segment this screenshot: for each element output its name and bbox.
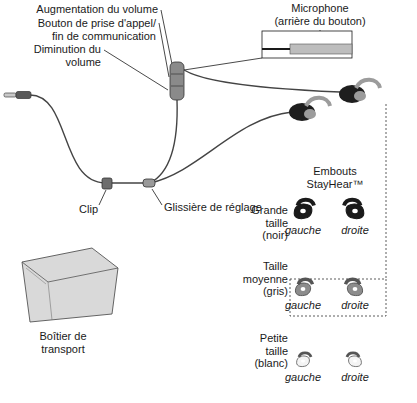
stayhear-tips-part [344, 200, 364, 219]
microphone-detail-part [262, 31, 352, 58]
leader-lines-part [152, 189, 162, 205]
side-label: gauche [280, 371, 326, 384]
cable-part [150, 112, 292, 183]
remote-control-part [170, 62, 184, 100]
earbud-right [339, 80, 380, 103]
size-label: Petite taille (blanc) [240, 332, 288, 370]
carrying-case-part [48, 282, 52, 320]
side-label: droite [332, 299, 378, 312]
earbud-left [289, 98, 330, 121]
cable-part [178, 62, 340, 92]
leader-lines-part [184, 58, 262, 70]
size-label: Taille moyenne (gris) [236, 260, 288, 298]
microphone-detail [262, 31, 352, 58]
jack-plug [4, 92, 31, 99]
side-label: droite [332, 224, 378, 237]
clip [102, 178, 112, 189]
slider [143, 179, 155, 187]
side-label: gauche [280, 224, 326, 237]
clip-part [102, 178, 112, 189]
dotted-bracket [290, 104, 386, 316]
dotted-bracket-part [386, 104, 387, 279]
stayhear-tips-part [297, 353, 311, 367]
part-label: Diminution du volume [25, 43, 101, 68]
carrying-case-part [22, 262, 118, 282]
leader-lines-part [104, 50, 168, 90]
side-label: gauche [280, 299, 326, 312]
stayhear-tips-part [347, 353, 361, 367]
cable [30, 62, 340, 183]
slider-part [143, 179, 155, 187]
earbud-right-part [354, 91, 366, 101]
jack-plug-part [16, 92, 31, 99]
part-label: Bouton de prise d'appel/ fin de communic… [31, 17, 156, 42]
part-label: Microphone (arrière du bouton) [273, 2, 367, 27]
earbud-left-part [289, 103, 315, 121]
stayhear-tips-part [346, 279, 363, 295]
part-label: Boîtier de transport [18, 330, 108, 355]
side-label: droite [332, 371, 378, 384]
group-label: Embouts StayHear™ [290, 165, 380, 190]
carrying-case [22, 248, 118, 322]
earbud-right-part [339, 85, 365, 103]
part-label: Clip [62, 203, 98, 216]
cable-part [30, 95, 150, 183]
earbud-right-part [356, 80, 380, 88]
stayhear-tips-part [294, 200, 314, 219]
microphone-detail-part [262, 48, 290, 50]
remote-control-part [171, 74, 183, 75]
leader-lines-part [159, 23, 169, 77]
remote-control-part [171, 86, 183, 87]
carrying-case-part [22, 248, 118, 322]
cable-part [150, 100, 177, 183]
earbud-left-part [306, 98, 330, 106]
leader-lines-part [161, 10, 172, 64]
part-label: Augmentation du volume [0, 3, 158, 16]
size-label: Grande taille (noir) [244, 204, 288, 242]
carrying-case-part [26, 268, 46, 284]
leader-lines-part [99, 190, 106, 205]
stayhear-tips-part [295, 279, 312, 295]
microphone-detail-part [290, 44, 352, 54]
remote-control [170, 62, 184, 100]
jack-plug-part [4, 93, 16, 97]
earbud-left-part [304, 109, 316, 119]
